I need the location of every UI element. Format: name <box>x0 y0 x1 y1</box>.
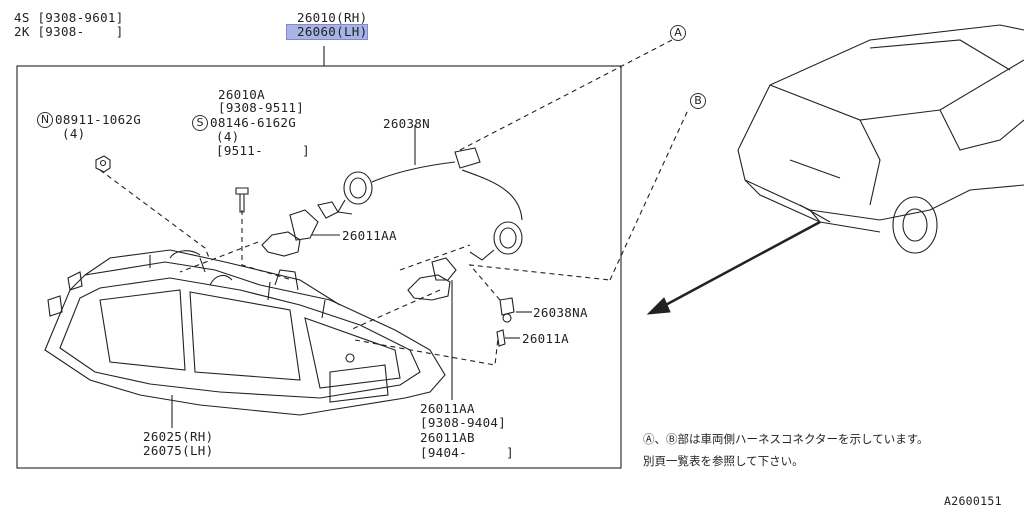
arrow-to-car <box>646 220 821 315</box>
variant-4s-label: 4S [9308-9601] <box>14 10 124 25</box>
harness-26038n-drawing <box>337 147 523 261</box>
note-line-1: Ⓐ、Ⓑ部は車両側ハーネスコネクターを示しています。 <box>643 432 929 446</box>
part-26011aa-lower-date: [9308-9404] <box>420 415 507 430</box>
bulb-26011aa-lower-drawing <box>407 257 457 301</box>
housing-rh-label[interactable]: 26025(RH) <box>143 429 214 444</box>
part-26038n-label[interactable]: 26038N <box>383 116 430 131</box>
solid-leaders <box>171 125 532 428</box>
part-s-date: [9511- ] <box>216 143 310 158</box>
part-26011ab-label[interactable]: 26011AB <box>420 430 475 445</box>
part-n-label[interactable]: 08911-1062G <box>55 112 142 127</box>
bulb-26011a-drawing <box>496 329 506 347</box>
assembly-lh-label[interactable]: 26060(LH) <box>285 24 369 40</box>
s-marker-icon: S <box>192 115 208 131</box>
part-26011a-label[interactable]: 26011A <box>522 331 569 346</box>
housing-lh-label[interactable]: 26075(LH) <box>143 443 214 458</box>
diagram-id: A2600151 <box>944 494 1002 508</box>
part-n-qty: (4) <box>62 126 86 141</box>
part-26038na-label[interactable]: 26038NA <box>533 305 588 320</box>
part-26011aa-lower-label[interactable]: 26011AA <box>420 401 475 416</box>
callout-a-icon: A <box>670 25 686 41</box>
socket-26038na-drawing <box>499 297 515 323</box>
part-26010a-label[interactable]: 26010A <box>218 87 265 102</box>
screw-drawing <box>235 187 249 213</box>
assembly-frame <box>16 65 622 469</box>
part-26011aa-label[interactable]: 26011AA <box>342 228 397 243</box>
part-26011ab-date: [9404- ] <box>420 445 514 460</box>
dashed-leaders <box>99 39 689 366</box>
bulb-26011aa-drawing <box>261 201 339 257</box>
note-line-2: 別頁一覧表を参照して下さい。 <box>643 454 804 468</box>
n-marker-icon: N <box>37 112 53 128</box>
variant-2k-label: 2K [9308- ] <box>14 24 124 39</box>
part-s-label[interactable]: 08146-6162G <box>210 115 297 130</box>
car-drawing <box>737 24 1024 254</box>
assembly-rh-label: 26010(RH) <box>297 10 368 25</box>
headlamp-housing-drawing <box>44 249 446 416</box>
part-s-qty: (4) <box>216 129 240 144</box>
callout-b-icon: B <box>690 93 706 109</box>
nut-drawing <box>95 155 111 173</box>
part-26010a-date: [9308-9511] <box>218 100 305 115</box>
